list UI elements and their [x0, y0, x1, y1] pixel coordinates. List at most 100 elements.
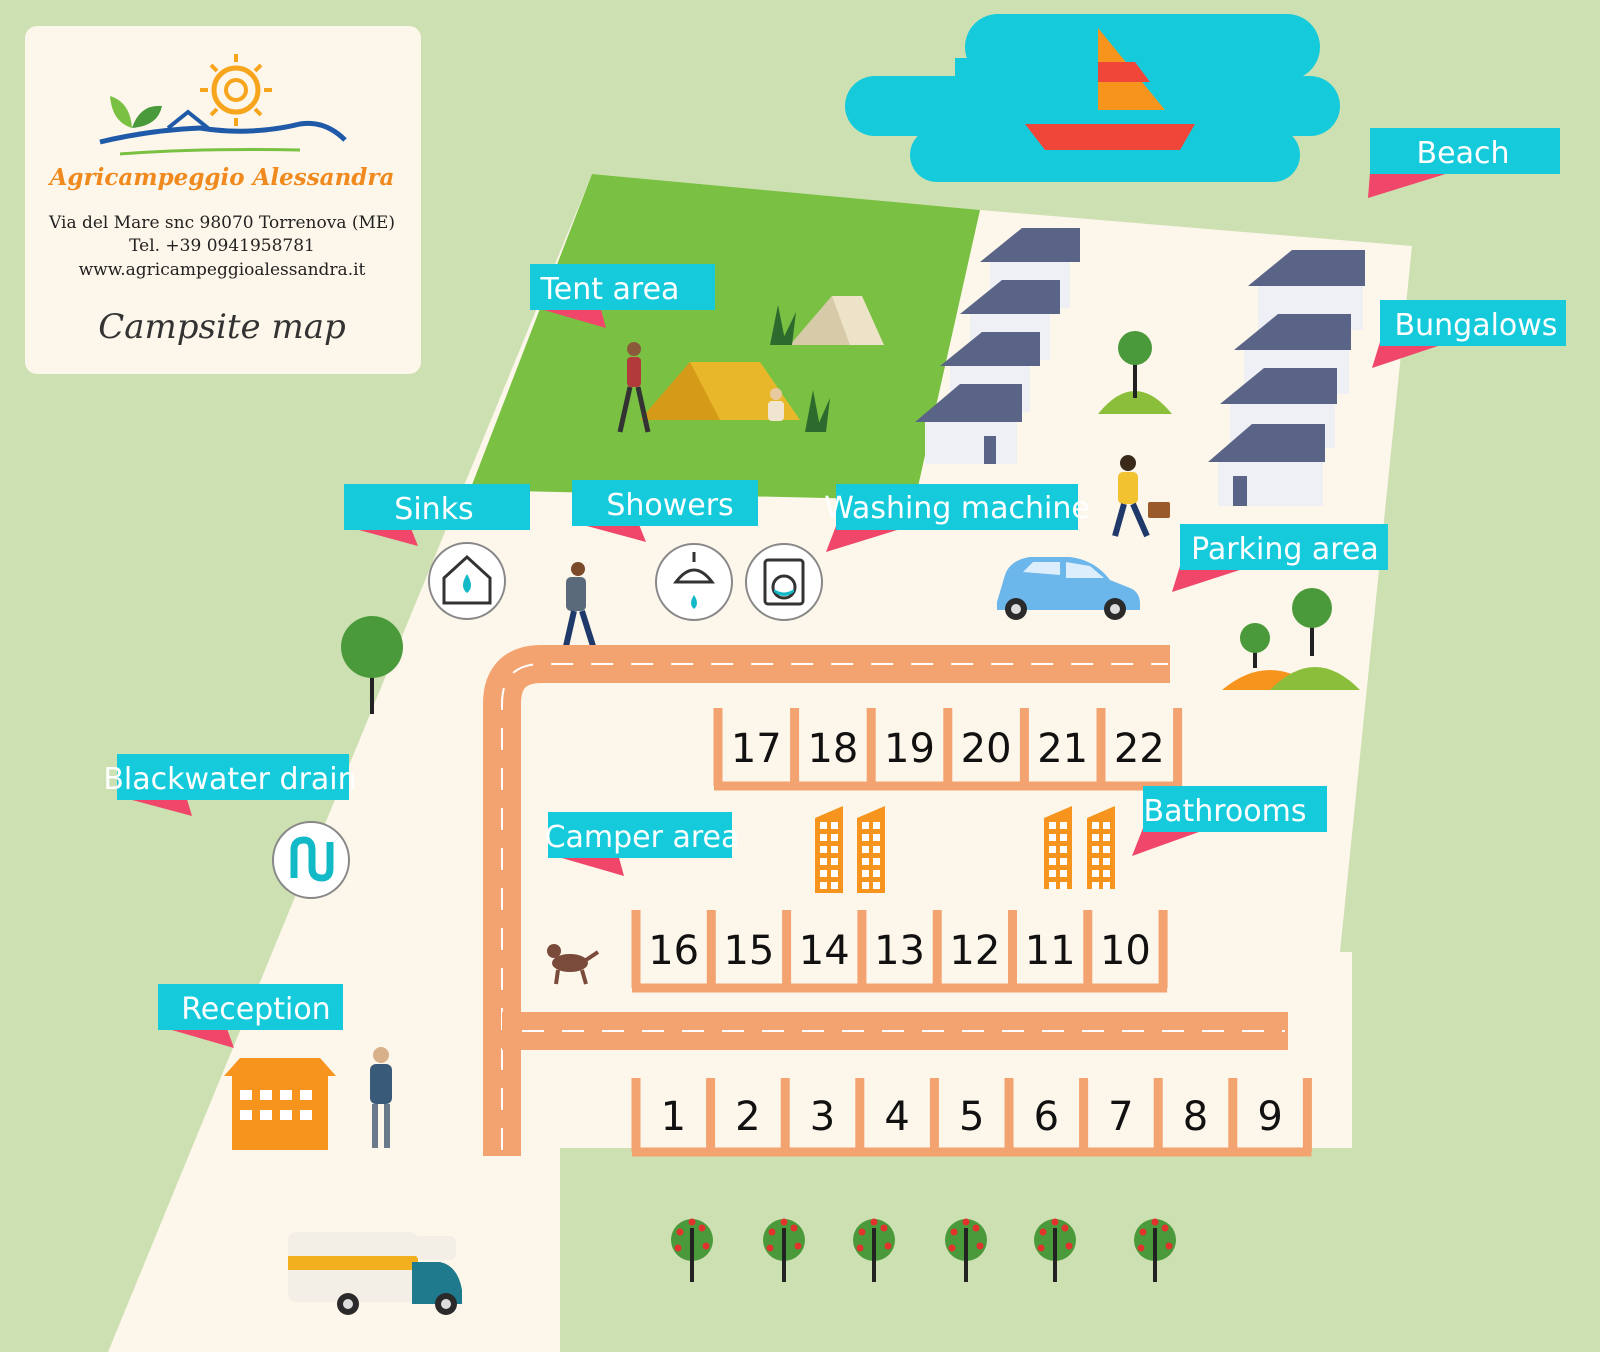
window [1092, 822, 1099, 829]
window [1049, 822, 1056, 829]
pitch-row-top: 17 18 19 20 21 22 [713, 708, 1183, 791]
tree-icon [1222, 588, 1360, 690]
label-camper-area[interactable]: Camper area [545, 812, 740, 876]
brand-name: Agricampeggio Alessandra [48, 164, 395, 191]
pitch-number[interactable]: 18 [807, 726, 858, 772]
window [820, 822, 827, 829]
window [1060, 822, 1067, 829]
pitch-number[interactable]: 5 [959, 1094, 984, 1140]
pitch-number[interactable]: 12 [949, 928, 1000, 974]
pitch-number[interactable]: 8 [1183, 1094, 1208, 1140]
label-beach[interactable]: Beach [1368, 128, 1560, 198]
plant-icon [770, 305, 830, 432]
label-tent-area[interactable]: Tent area [530, 264, 715, 328]
pitch-number[interactable]: 6 [1034, 1094, 1059, 1140]
label-sinks[interactable]: Sinks [344, 484, 530, 546]
window [1103, 846, 1110, 853]
window [1049, 834, 1056, 841]
pitch-number[interactable]: 10 [1100, 928, 1151, 974]
window [1060, 858, 1067, 865]
label-camper-area-text: Camper area [545, 820, 740, 855]
house-drop-icon [428, 542, 506, 620]
map-subtitle: Campsite map [98, 307, 345, 347]
dog-icon [547, 944, 600, 985]
tree-icon [1134, 1218, 1176, 1282]
window [1060, 846, 1067, 853]
pitch-number[interactable]: 20 [961, 726, 1012, 772]
pitch-number[interactable]: 2 [735, 1094, 760, 1140]
label-washing-machine-text: Washing machine [824, 491, 1090, 526]
label-bungalows[interactable]: Bungalows [1372, 300, 1566, 368]
pitch-number[interactable]: 7 [1108, 1094, 1133, 1140]
label-parking-area[interactable]: Parking area [1172, 524, 1388, 592]
pitch-number[interactable]: 19 [884, 726, 935, 772]
label-blackwater-drain[interactable]: Blackwater drain [103, 754, 357, 816]
address-text: Via del Mare snc 98070 Torrenova (ME) [48, 213, 395, 233]
bungalow-icon [1208, 424, 1325, 506]
label-tent-area-text: Tent area [540, 272, 680, 307]
pitch-number[interactable]: 15 [723, 928, 774, 974]
window [862, 858, 869, 865]
sailboat-icon [1025, 28, 1195, 150]
pitch-number[interactable]: 22 [1114, 726, 1165, 772]
website-text: www.agricampeggioalessandra.it [79, 260, 366, 280]
tent-icon [640, 296, 884, 420]
person-icon [1112, 455, 1170, 538]
label-showers-text: Showers [606, 488, 733, 523]
pitch-number[interactable]: 4 [884, 1094, 909, 1140]
window [1092, 858, 1099, 865]
window [862, 882, 869, 889]
window [820, 834, 827, 841]
window [862, 822, 869, 829]
road-network [483, 645, 1288, 1156]
logo-icon [99, 54, 347, 156]
label-beach-text: Beach [1417, 136, 1510, 171]
window [820, 858, 827, 865]
window [1103, 858, 1110, 865]
label-showers[interactable]: Showers [572, 480, 758, 542]
window [1049, 858, 1056, 865]
window [862, 834, 869, 841]
window [1060, 834, 1067, 841]
campsite-ground [108, 174, 1412, 1352]
window [820, 846, 827, 853]
pitch-number[interactable]: 21 [1037, 726, 1088, 772]
window [873, 834, 880, 841]
pitch-number[interactable]: 14 [799, 928, 850, 974]
label-washing-machine[interactable]: Washing machine [824, 484, 1090, 552]
pitch-number[interactable]: 11 [1025, 928, 1076, 974]
pitch-number[interactable]: 3 [810, 1094, 835, 1140]
area-labels: Beach Tent area Bungalows Sinks Showers … [103, 128, 1566, 1048]
pitch-row-middle: 16 15 14 13 12 11 10 [631, 910, 1168, 993]
window [873, 846, 880, 853]
phone-text: Tel. +39 0941958781 [129, 236, 315, 256]
window [1103, 834, 1110, 841]
person-icon [617, 342, 651, 433]
window [1092, 834, 1099, 841]
window [873, 858, 880, 865]
window [1092, 870, 1099, 877]
bathroom-buildings [815, 806, 1115, 893]
tree-icon [671, 1218, 713, 1282]
window [831, 882, 838, 889]
pitch-number[interactable]: 1 [661, 1094, 686, 1140]
label-reception[interactable]: Reception [158, 984, 343, 1048]
window [1092, 882, 1099, 889]
label-bathrooms[interactable]: Bathrooms [1132, 786, 1327, 856]
pitch-number[interactable]: 17 [731, 726, 782, 772]
label-bathrooms-text: Bathrooms [1144, 794, 1307, 829]
window [831, 834, 838, 841]
window [1092, 846, 1099, 853]
bungalows-right [1208, 250, 1365, 506]
label-reception-text: Reception [181, 992, 330, 1027]
pitch-number[interactable]: 13 [874, 928, 925, 974]
pitch-number[interactable]: 16 [648, 928, 699, 974]
label-blackwater-drain-text: Blackwater drain [103, 762, 356, 797]
reception-building-icon [224, 1058, 336, 1150]
window [873, 870, 880, 877]
label-bungalows-text: Bungalows [1395, 308, 1558, 343]
pitch-number[interactable]: 9 [1257, 1094, 1282, 1140]
tree-icon [763, 1218, 805, 1282]
